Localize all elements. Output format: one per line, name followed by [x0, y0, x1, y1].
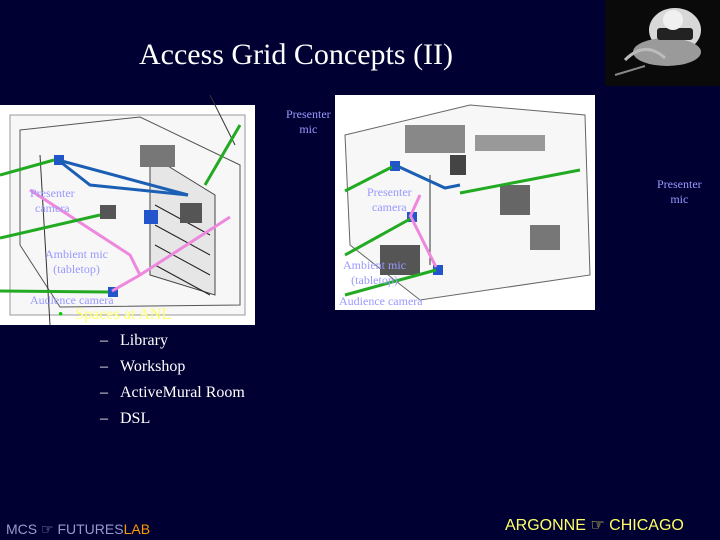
sub-item-text: DSL	[120, 410, 151, 427]
sub-item: –Workshop	[100, 358, 185, 376]
bullet-item: • Spaces at ANL	[58, 306, 171, 324]
label-line: Presenter	[30, 186, 75, 200]
sub-item-text: ActiveMural Room	[120, 384, 245, 401]
footer-right: ARGONNE ☞ CHICAGO	[505, 515, 684, 535]
label-line: Ambient mic	[45, 247, 108, 261]
left-floor-plan	[0, 95, 255, 325]
label-line: Audience camera	[30, 293, 114, 307]
sub-item: –DSL	[100, 410, 150, 428]
right-floor-plan	[335, 95, 595, 310]
label-audience-camera-left: Audience camera	[30, 293, 114, 308]
label-line: Presenter	[286, 107, 331, 121]
sub-item-text: Library	[120, 332, 168, 349]
bullet-text: Spaces at ANL	[75, 306, 172, 323]
dash-icon: –	[100, 332, 108, 349]
label-line: Audience camera	[339, 294, 423, 308]
label-line: Ambient mic	[343, 258, 406, 272]
footer-left-prefix: MCS	[6, 521, 38, 537]
bullet-dot-icon: •	[58, 307, 64, 323]
footer-left-mid: FUTURES	[57, 521, 124, 537]
label-line: camera	[372, 200, 407, 214]
label-line: mic	[670, 192, 689, 206]
label-line: Presenter	[657, 177, 702, 191]
label-presenter-camera-right: Presenter camera	[367, 185, 412, 215]
pointing-hand-icon: ☞	[41, 521, 54, 537]
footer-left: MCS ☞ FUTURESLAB	[6, 521, 150, 538]
label-audience-camera-right: Audience camera	[339, 294, 423, 309]
label-presenter-camera-left: Presenter camera	[30, 186, 75, 216]
floor-plan-diagram	[0, 95, 595, 325]
pointing-hand-icon: ☞	[590, 517, 605, 534]
sub-item-text: Workshop	[120, 358, 186, 375]
label-line: camera	[35, 201, 70, 215]
sub-item: –Library	[100, 332, 168, 350]
label-ambient-mic-right: Ambient mic (tabletop)	[343, 258, 406, 288]
slide-title: Access Grid Concepts (II)	[138, 38, 454, 71]
dash-icon: –	[100, 384, 108, 401]
sub-item: –ActiveMural Room	[100, 384, 245, 402]
footer-left-strong: LAB	[123, 521, 151, 537]
label-ambient-mic-left: Ambient mic (tabletop)	[45, 247, 108, 277]
label-line: (tabletop)	[53, 262, 100, 276]
label-line: Presenter	[367, 185, 412, 199]
logo-image	[605, 0, 720, 86]
label-presenter-mic-right: Presenter mic	[657, 177, 702, 207]
label-presenter-mic-left: Presenter mic	[286, 107, 331, 137]
footer-right-left: ARGONNE	[505, 517, 586, 534]
footer-right-right: CHICAGO	[609, 517, 684, 534]
label-line: mic	[299, 122, 318, 136]
dash-icon: –	[100, 410, 108, 427]
dash-icon: –	[100, 358, 108, 375]
label-line: (tabletop)	[351, 273, 398, 287]
